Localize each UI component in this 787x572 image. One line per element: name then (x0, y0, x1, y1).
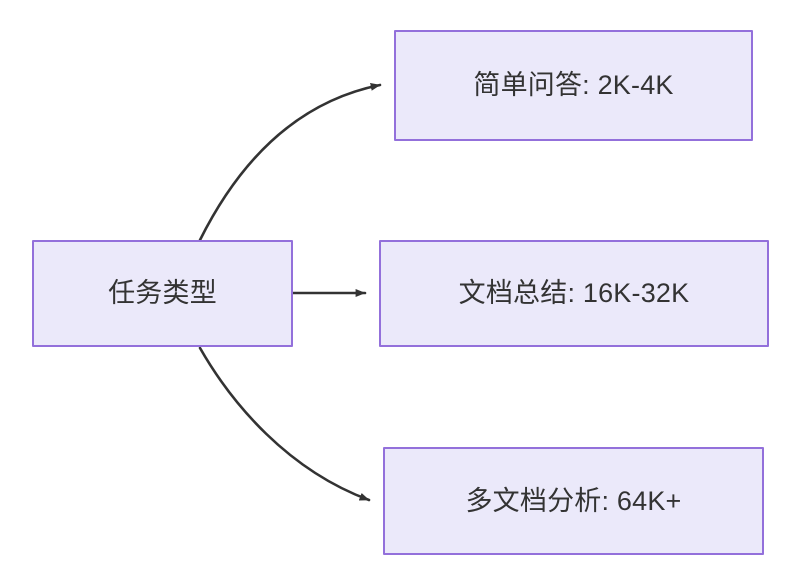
node-task-type[interactable]: 任务类型 (32, 240, 293, 347)
node-label-doc-summary: 文档总结: 16K-32K (458, 278, 690, 309)
edge-root-to-simple-qa (198, 82, 382, 242)
node-label-simple-qa: 简单问答: 2K-4K (473, 70, 674, 101)
node-label-task-type: 任务类型 (108, 278, 217, 309)
node-simple-qa[interactable]: 简单问答: 2K-4K (394, 30, 753, 141)
node-doc-summary[interactable]: 文档总结: 16K-32K (379, 240, 769, 347)
node-label-multi-doc: 多文档分析: 64K+ (465, 485, 682, 516)
node-multi-doc[interactable]: 多文档分析: 64K+ (383, 447, 764, 555)
edge-root-to-multi-doc (198, 346, 371, 502)
